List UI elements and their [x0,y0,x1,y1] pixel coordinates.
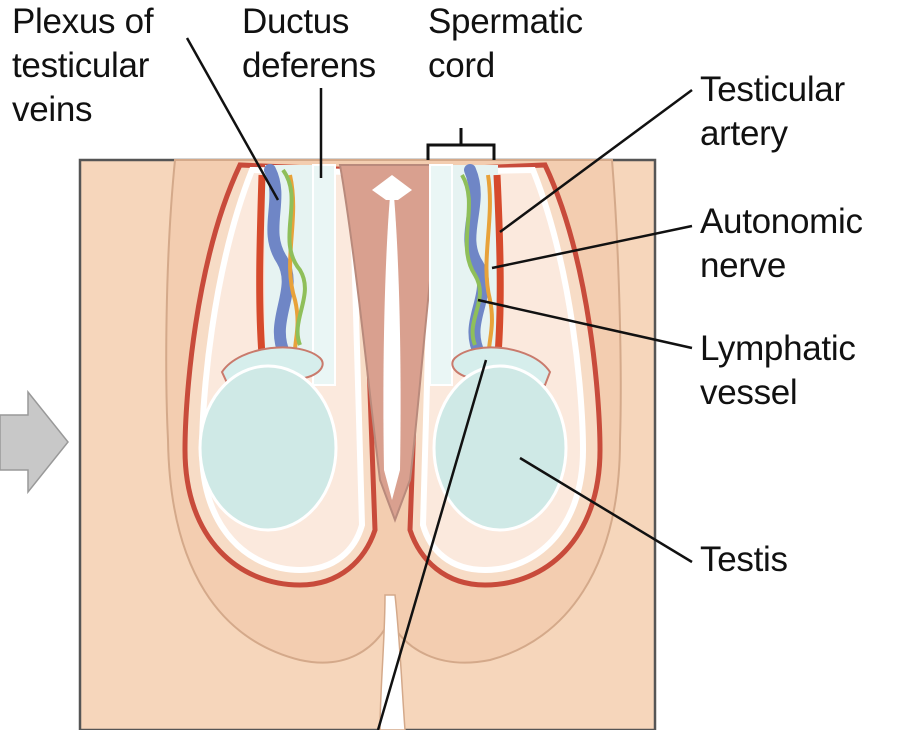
left-artery [260,175,262,355]
label-plexus-of-testicular-veins: Plexus of testicular veins [12,0,153,132]
right-ductus-deferens [430,165,452,385]
label-lymphatic-vessel: Lymphatic vessel [700,327,856,415]
label-testicular-artery: Testicular artery [700,68,845,156]
spermatic-cord-bracket [428,128,494,160]
left-testis [200,366,336,530]
pointer-arrow [0,392,68,492]
right-testis [434,366,566,530]
label-ductus-deferens: Ductus deferens [242,0,376,88]
label-testis: Testis [700,538,788,582]
label-spermatic-cord: Spermatic cord [428,0,583,88]
label-autonomic-nerve: Autonomic nerve [700,200,863,288]
right-artery [497,175,500,355]
left-ductus-deferens [313,165,335,385]
